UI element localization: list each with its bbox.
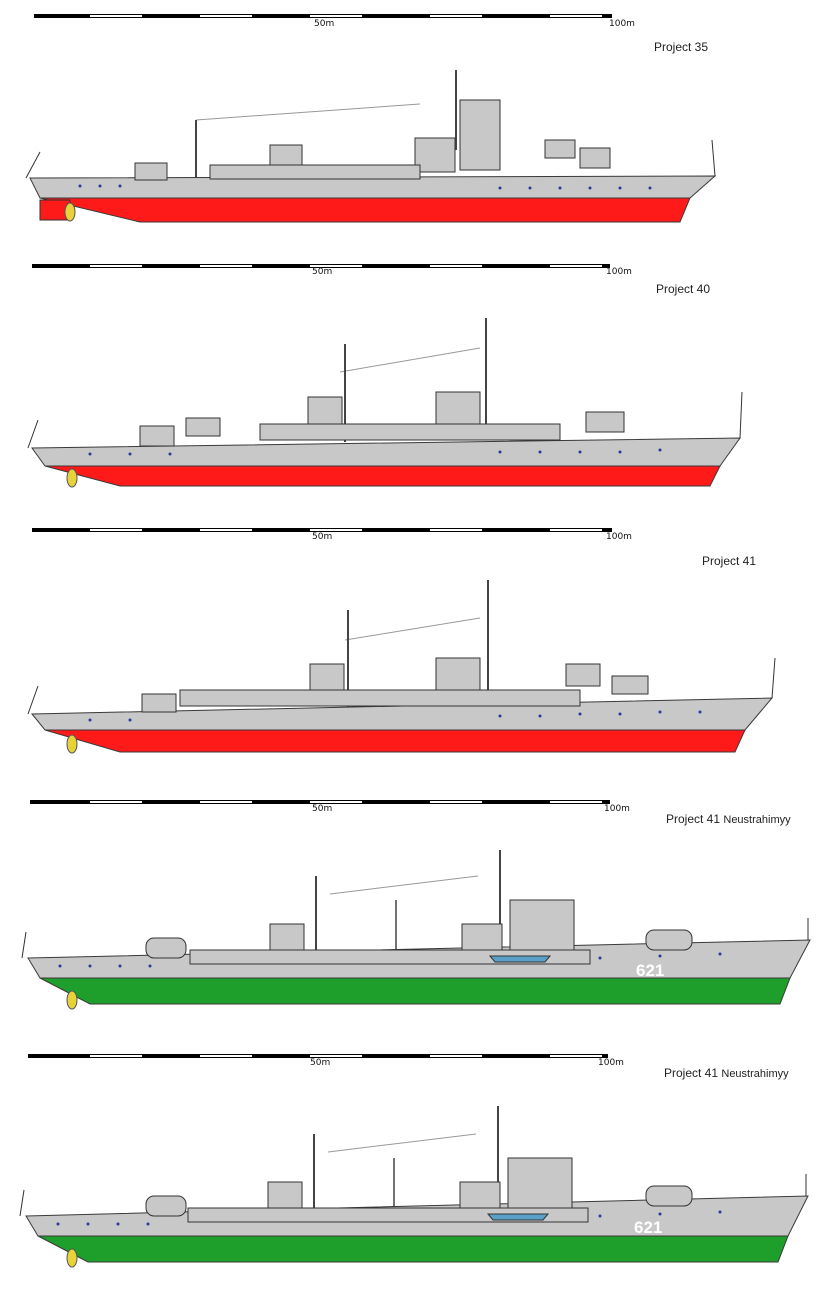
scale-label-50m: 50m: [314, 19, 335, 29]
hull-underwater: [44, 729, 746, 753]
scale-bar: [32, 528, 612, 532]
propeller-icon: [66, 1248, 78, 1268]
hull-underwater: [39, 197, 691, 223]
hull-underwater: [39, 977, 791, 1005]
project-title: Project 41 Neustrahimyy: [664, 1066, 789, 1080]
scale-bar: [30, 800, 610, 804]
ship-panel-1: 50m 100m Project 35: [0, 0, 840, 240]
scale-bar: [32, 264, 610, 268]
scale-label-100m: 100m: [598, 1058, 624, 1068]
propeller-icon: [66, 734, 78, 754]
ship-panel-3: 50m 100m Project 41: [0, 518, 840, 778]
ship-profile: [27, 318, 743, 488]
ship-profile: 621: [19, 1106, 809, 1268]
propeller-icon: [66, 990, 78, 1010]
ship-panel-2: 50m 100m Project 40: [0, 252, 840, 502]
scale-label-50m: 50m: [312, 267, 333, 277]
project-title: Project 35: [654, 40, 709, 54]
propeller-icon: [64, 202, 76, 222]
scale-bar: [28, 1054, 608, 1058]
scale-label-50m: 50m: [310, 1058, 331, 1068]
scale-label-100m: 100m: [606, 267, 632, 277]
scale-bar: [34, 14, 612, 18]
ship-profile: [27, 580, 776, 754]
scale-label-50m: 50m: [312, 532, 333, 542]
ship-profile: 621: [21, 850, 811, 1010]
project-title: Project 40: [656, 282, 711, 296]
scale-label-100m: 100m: [606, 532, 632, 542]
ship-panel-4: 50m 100m Project 41 Neustrahimyy 621: [0, 790, 840, 1040]
pennant-number: 621: [634, 1218, 662, 1237]
scale-label-100m: 100m: [604, 804, 630, 814]
ship-profile: [25, 70, 717, 223]
project-title: Project 41: [702, 554, 757, 568]
scale-label-100m: 100m: [609, 19, 635, 29]
propeller-icon: [66, 468, 78, 488]
hull-underwater: [37, 1235, 789, 1263]
pennant-number: 621: [636, 961, 664, 980]
project-title: Project 41 Neustrahimyy: [666, 812, 791, 826]
ship-panel-5: 50m 100m Project 41 Neustrahimyy 621: [0, 1044, 840, 1301]
hull-underwater: [44, 465, 721, 487]
scale-label-50m: 50m: [312, 804, 333, 814]
